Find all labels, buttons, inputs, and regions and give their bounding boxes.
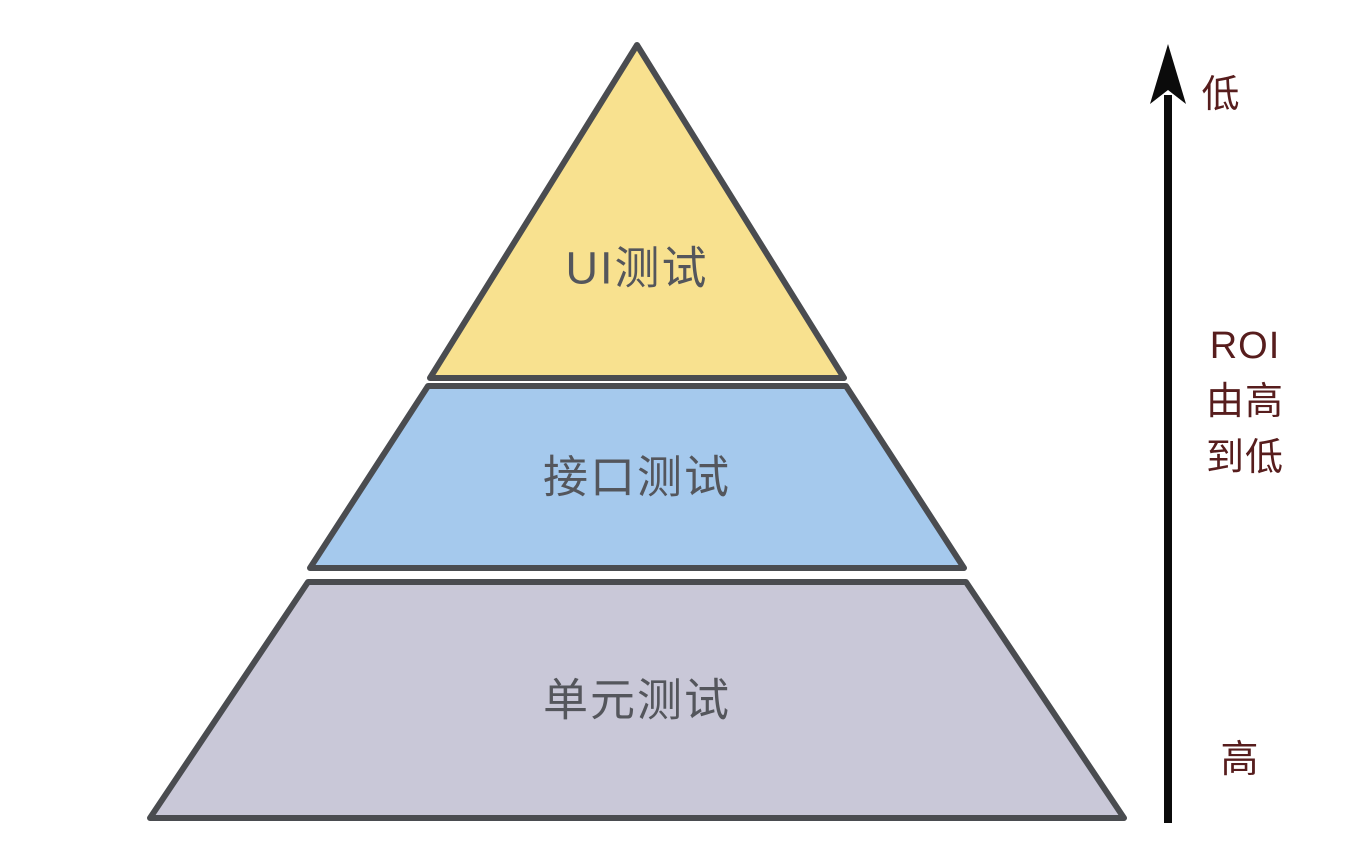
roi-axis-title-line-3: 到低 bbox=[1206, 437, 1284, 479]
roi-axis-top-label: 低 bbox=[1201, 74, 1240, 116]
unit-test-layer-shape bbox=[147, 579, 1127, 821]
roi-axis bbox=[1150, 44, 1186, 823]
api-test-layer-shape bbox=[307, 383, 967, 571]
ui-test-layer-shape bbox=[427, 42, 847, 381]
roi-axis-title-line-2: 由高 bbox=[1206, 381, 1284, 423]
roi-axis-bottom-label: 高 bbox=[1220, 739, 1259, 781]
ui-test-layer-label: UI测试 bbox=[565, 243, 708, 294]
arrow-up-icon bbox=[1150, 44, 1186, 104]
roi-axis-title-line-1: ROI bbox=[1210, 325, 1281, 367]
unit-test-layer-label: 单元测试 bbox=[543, 675, 731, 726]
api-test-layer-label: 接口测试 bbox=[543, 452, 731, 503]
